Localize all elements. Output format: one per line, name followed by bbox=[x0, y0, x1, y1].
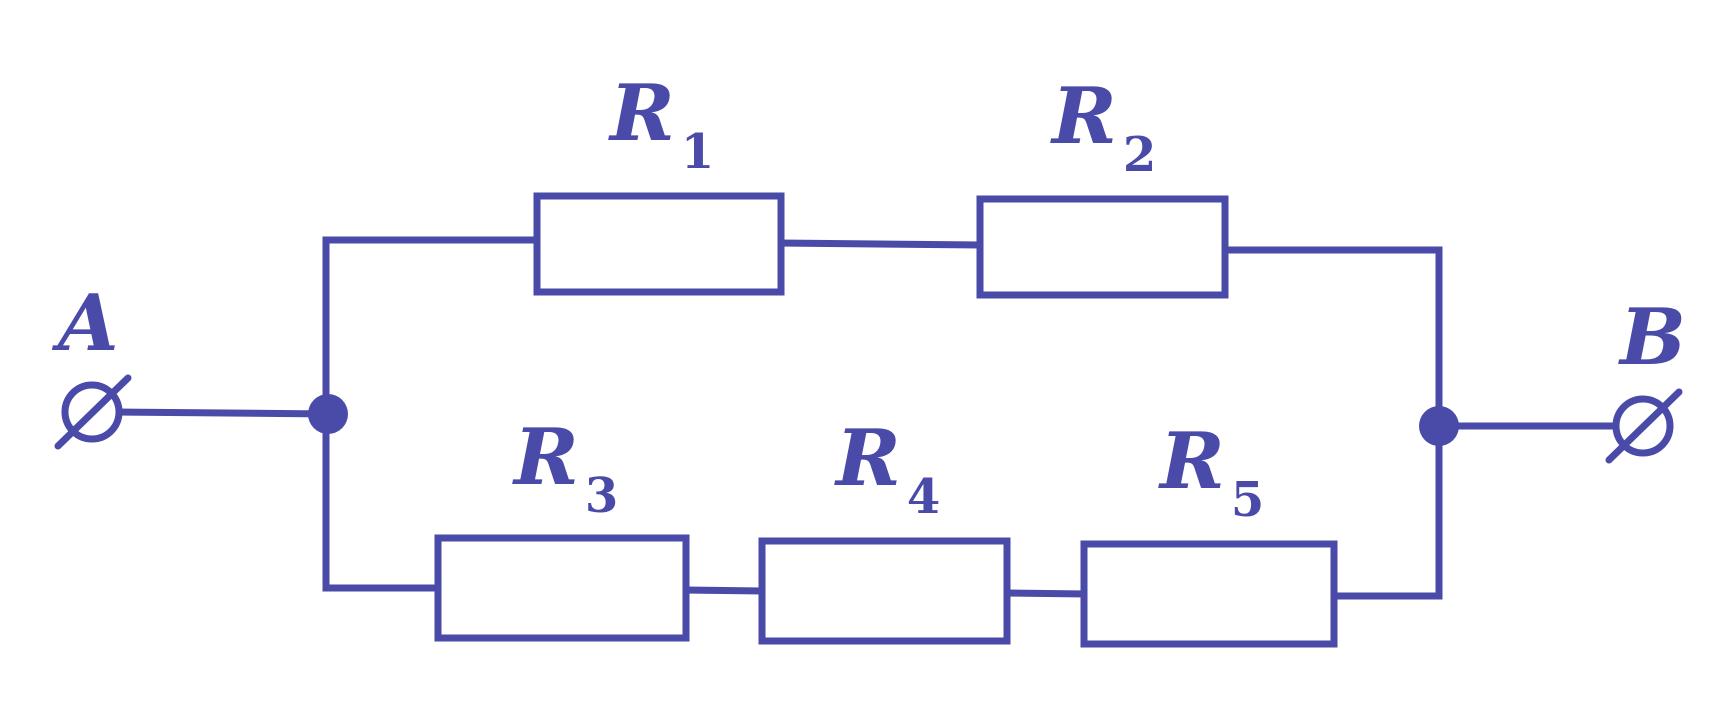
wire-r1-r2 bbox=[776, 239, 982, 249]
resistors bbox=[434, 192, 1338, 648]
label-r1-index: 1 bbox=[681, 124, 714, 180]
label-r2-index: 2 bbox=[1123, 127, 1156, 183]
terminal-b: B bbox=[1605, 292, 1686, 464]
terminal-b-slash bbox=[1605, 388, 1683, 464]
label-r3-index: 3 bbox=[585, 468, 618, 524]
label-r4-letter: R bbox=[834, 413, 901, 504]
junction-left bbox=[308, 394, 348, 434]
label-r5-letter: R bbox=[1158, 416, 1225, 507]
label-r5-index: 5 bbox=[1231, 472, 1264, 528]
terminal-b-label: B bbox=[1618, 292, 1686, 383]
resistor-r4 bbox=[758, 537, 1011, 645]
terminal-a-label: A bbox=[51, 278, 119, 369]
resistor-r2 bbox=[976, 195, 1229, 299]
resistor-r1 bbox=[533, 192, 785, 296]
label-r3-letter: R bbox=[512, 412, 579, 503]
terminal-a-slash bbox=[54, 374, 132, 450]
label-r1-letter: R bbox=[608, 68, 675, 159]
wires bbox=[116, 236, 1619, 600]
label-r4-index: 4 bbox=[907, 469, 940, 525]
wire-r4-r5 bbox=[1003, 589, 1088, 598]
junction-right bbox=[1419, 406, 1459, 446]
wire-r3-r4 bbox=[682, 586, 766, 595]
terminal-a: A bbox=[51, 278, 132, 450]
resistor-r3 bbox=[434, 534, 690, 642]
label-r2-letter: R bbox=[1050, 71, 1117, 162]
wire-a-lead bbox=[116, 408, 332, 418]
resistor-r5 bbox=[1080, 540, 1338, 648]
